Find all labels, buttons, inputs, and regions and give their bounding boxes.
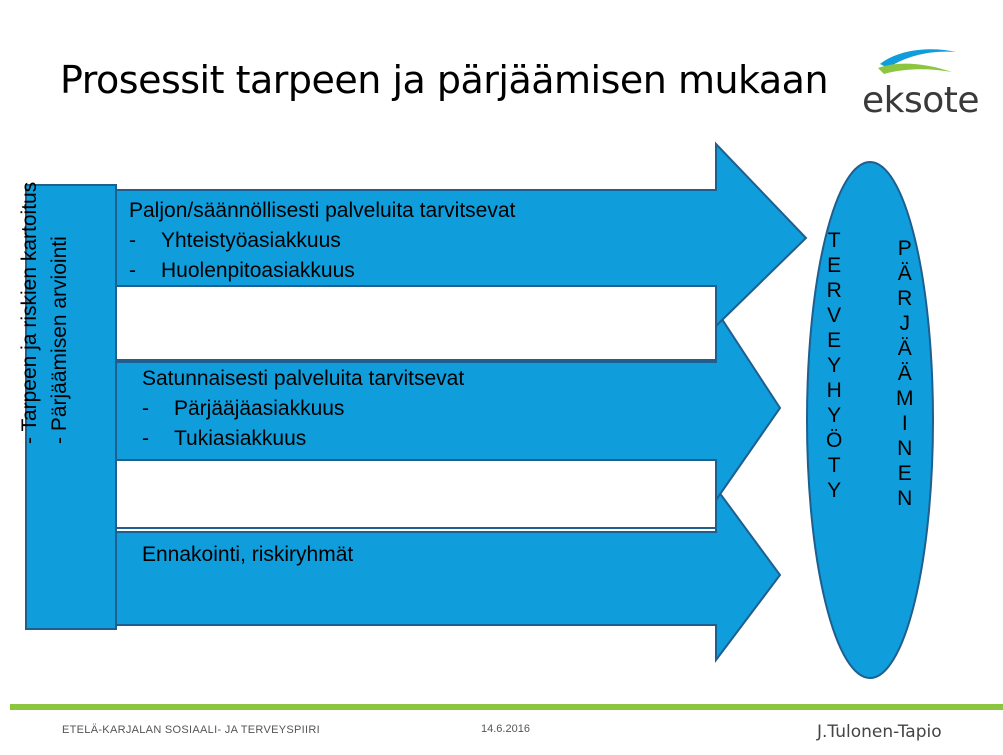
arrow-2-heading: Satunnaisesti palveluita tarvitsevat	[142, 367, 465, 390]
arrow-3-text: Ennakointi, riskiryhmät	[142, 540, 353, 570]
col1-letter: Y	[827, 404, 842, 427]
col2-letter: R	[897, 287, 913, 310]
col2-letter: Ä	[897, 262, 912, 285]
col1-letter: E	[827, 254, 842, 277]
arrow-2-item-2: -Tukiasiakkuus	[142, 427, 307, 450]
arrow-paljon	[109, 141, 808, 329]
col2-letter: I	[901, 412, 908, 435]
col2-letter: M	[896, 387, 914, 410]
col2-letter: N	[897, 487, 913, 510]
side-box	[25, 184, 117, 630]
col2-letter: E	[897, 462, 912, 485]
arrow-1-text: Paljon/säännöllisesti palveluita tarvits…	[129, 196, 515, 286]
arrow-1-heading: Paljon/säännöllisesti palveluita tarvits…	[129, 199, 516, 222]
col1-letter: T	[827, 454, 841, 477]
col2-letter: Ä	[897, 337, 912, 360]
col2-letter: P	[897, 237, 912, 260]
col1-letter: V	[827, 304, 842, 327]
arrow-1-item-2: -Huolenpitoasiakkuus	[129, 259, 355, 282]
col1-letter: Y	[827, 479, 842, 502]
col2-letter: Ä	[897, 362, 912, 385]
col1-letter: E	[827, 329, 842, 352]
arrow-1-item-1: -Yhteistyöasiakkuus	[129, 229, 341, 252]
gap-bar-1	[109, 285, 717, 361]
col1-letter: T	[827, 229, 841, 252]
slide-title: Prosessit tarpeen ja pärjäämisen mukaan	[60, 58, 829, 102]
logo-swoosh-icon	[878, 49, 956, 74]
footer-author: J.Tulonen-Tapio	[817, 722, 942, 742]
col2-letter: J	[899, 312, 911, 335]
col1-letter: R	[826, 279, 842, 302]
col1-letter: Y	[827, 354, 842, 377]
arrow-2-text: Satunnaisesti palveluita tarvitsevat -Pä…	[142, 364, 464, 454]
arrow-2-item-1: -Pärjääjäasiakkuus	[142, 397, 345, 420]
logo-text: eksote	[862, 80, 980, 121]
footer-date: 14.6.2016	[481, 723, 530, 735]
footer-divider	[10, 704, 1003, 710]
side-line-2: - Pärjäämisen arviointi	[48, 236, 71, 444]
gap-bar-2	[109, 459, 717, 529]
col1-letter: H	[826, 379, 842, 402]
footer-organization: ETELÄ-KARJALAN SOSIAALI- JA TERVEYSPIIRI	[62, 724, 320, 736]
arrow-3-heading: Ennakointi, riskiryhmät	[142, 543, 354, 566]
col1-letter: Ö	[826, 429, 843, 452]
eksote-logo	[858, 42, 978, 122]
col2-letter: N	[897, 437, 913, 460]
side-box-text: - Tarpeen ja riskien kartoitus - Pärjääm…	[15, 0, 75, 444]
outcome-ellipse	[806, 161, 934, 679]
side-line-1: - Tarpeen ja riskien kartoitus	[18, 181, 41, 444]
